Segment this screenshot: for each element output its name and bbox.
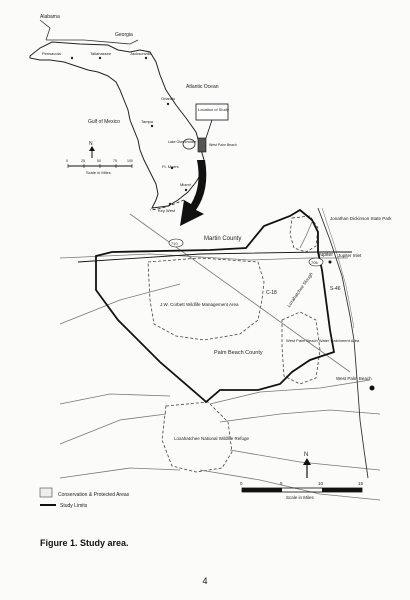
study-limits-boundary xyxy=(95,208,336,404)
corbett-conservation-area xyxy=(147,257,265,341)
jonathan-dickinson-area xyxy=(289,215,319,253)
inset-scale-bar: 0 25 50 75 100 Scale in Miles xyxy=(66,159,133,175)
inset-scale-tick-3: 75 xyxy=(113,159,117,163)
study-scale-bar: 0 5 10 15 Scale in Miles xyxy=(240,481,364,500)
label-jupiter-inlet: Jupiter Inlet xyxy=(338,253,362,258)
inset-north-label: N xyxy=(89,141,93,147)
road-shield-710: 710 xyxy=(168,238,184,248)
label-tampa: Tampa xyxy=(141,119,154,124)
florida-keys xyxy=(149,199,185,211)
label-gulf-of-mexico: Gulf of Mexico xyxy=(88,119,120,125)
state-border-lines xyxy=(39,19,139,45)
study-location-marker xyxy=(197,137,207,153)
label-pensacola: Pensacola xyxy=(42,51,61,56)
inset-scale-tick-2: 50 xyxy=(97,159,101,163)
label-road-706: 706 xyxy=(311,260,318,265)
pointer-arrow-icon xyxy=(180,160,207,226)
label-jonathan-dickinson: Jonathan Dickinson State Park xyxy=(330,216,392,221)
page-number: 4 xyxy=(202,576,208,586)
figure-caption: Figure 1. Study area. xyxy=(40,538,129,548)
label-corbett: J.W. Corbett Wildlife Management Area xyxy=(160,302,239,307)
label-key-west: Key West xyxy=(158,208,176,213)
scale-tick-5: 5 xyxy=(280,481,283,486)
study-north-label: N xyxy=(304,452,308,458)
label-atlantic-ocean: Atlantic Ocean xyxy=(186,84,219,90)
svg-text:Jonathan Dickinson State Park: Jonathan Dickinson State Park xyxy=(330,216,392,221)
inset-north-arrow-icon: N xyxy=(89,141,95,158)
label-west-palm-beach: West Palm Beach xyxy=(336,376,372,381)
lake-okeechobee-shape xyxy=(182,138,196,150)
label-lake-okeechobee: Lake Okeechobee xyxy=(168,140,196,144)
west-palm-beach-dot xyxy=(369,385,375,391)
label-s46: S-46 xyxy=(330,286,341,292)
road-shield-706: 706 xyxy=(308,257,324,267)
inset-scale-tick-4: 100 xyxy=(127,159,133,163)
legend-study-limits-label: Study Limits xyxy=(60,503,88,509)
label-loxahatchee-slough: Loxahatchee Slough xyxy=(286,271,314,308)
label-west-palm-beach-inset: West Palm Beach xyxy=(209,143,237,147)
wpb-catchment-area xyxy=(281,311,321,385)
label-palm-beach-county: Palm Beach County xyxy=(214,350,263,356)
legend-conservation-label: Conservation & Protected Areas xyxy=(58,492,130,498)
legend-conservation-swatch xyxy=(39,487,53,498)
study-area-map: 710 706 Martin County Jonathan Dickinson… xyxy=(59,207,392,501)
roads-and-canals xyxy=(59,213,381,501)
label-ft-myers: Ft. Myers xyxy=(162,164,179,169)
label-jacksonville: Jacksonville xyxy=(130,51,152,56)
inset-scale-caption: Scale in Miles xyxy=(86,170,111,175)
label-location-of-study: Location of Study xyxy=(198,107,229,112)
inset-scale-tick-0: 0 xyxy=(66,159,68,163)
florida-outline xyxy=(29,41,205,209)
loxahatchee-refuge-area xyxy=(161,401,233,473)
scale-tick-0: 0 xyxy=(240,481,243,486)
study-north-arrow-icon: N xyxy=(303,452,311,478)
label-alabama: Alabama xyxy=(40,14,60,20)
label-road-710: 710 xyxy=(171,241,178,246)
label-loxahatchee-refuge: Loxahatchee National Wildlife Refuge xyxy=(174,436,250,441)
label-miami: Miami xyxy=(180,182,191,187)
label-orlando: Orlando xyxy=(161,96,176,101)
label-c18: C-18 xyxy=(266,290,277,296)
label-wpb-catchment: West Palm Beach Water Catchment Area xyxy=(286,338,360,343)
coastline xyxy=(317,207,369,479)
map-legend: Conservation & Protected Areas Study Lim… xyxy=(39,487,130,509)
city-dots xyxy=(70,56,188,206)
label-jupiter: Jupiter xyxy=(318,252,333,258)
label-tallahassee: Tallahassee xyxy=(90,51,112,56)
scale-tick-15: 15 xyxy=(358,481,364,486)
inset-scale-tick-1: 25 xyxy=(81,159,85,163)
label-martin-county: Martin County xyxy=(204,236,241,242)
county-line xyxy=(77,251,352,263)
jupiter-dot xyxy=(328,260,332,264)
florida-inset-map: Alabama Georgia Pensacola Tallahassee Ja… xyxy=(29,14,237,213)
scale-caption: Scale in Miles xyxy=(286,495,315,500)
scale-tick-10: 10 xyxy=(318,481,324,486)
label-georgia: Georgia xyxy=(115,32,133,38)
